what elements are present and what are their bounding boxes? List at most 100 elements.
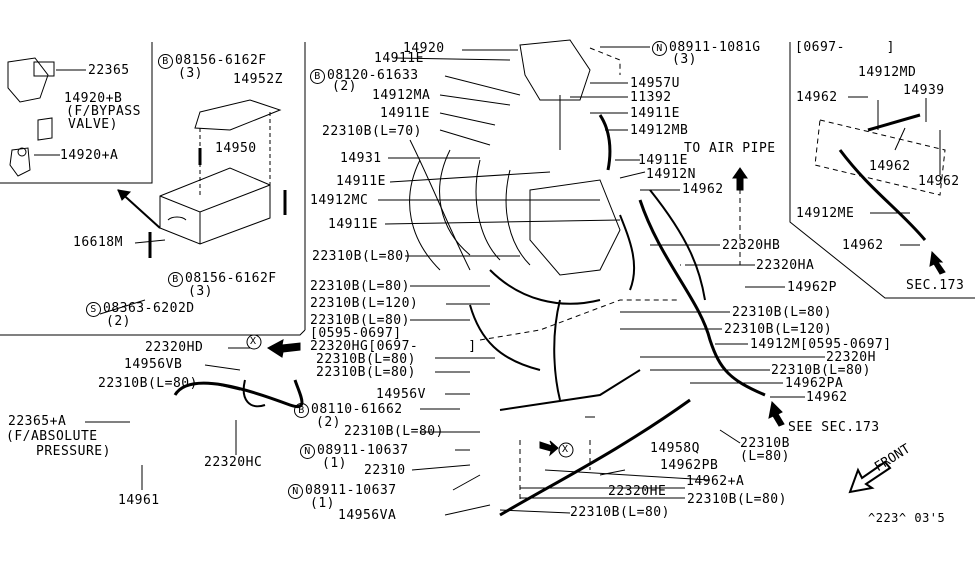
to-air-pipe-arrow — [732, 167, 748, 191]
sec173-arrow — [929, 250, 946, 275]
connector-marks — [246, 334, 574, 458]
part-label-14912mb: 14912MB — [630, 123, 689, 138]
part-label-14950: 14950 — [215, 141, 257, 156]
hose-label-22310b-l80-r1: 22310B(L=80) — [732, 305, 832, 320]
panel-borders — [0, 42, 975, 336]
part-label-14962-1: 14962 — [682, 182, 724, 197]
badge-b-icon: B — [294, 403, 309, 418]
part-label-14962p: 14962P — [787, 280, 837, 295]
part-label-14939: 14939 — [903, 83, 945, 98]
hose-label-22310b-l80-c3: 22310B(L=80) — [310, 313, 410, 328]
part-label-14911e-2: 14911E — [380, 106, 430, 121]
hose-label-22310b-l120-r: 22310B(L=120) — [724, 322, 833, 337]
hose-label-22310b-l70: 22310B(L=70) — [322, 124, 422, 139]
hose-label-22310b-l120-c: 22310B(L=120) — [310, 296, 419, 311]
part-label-14911e-5: 14911E — [630, 106, 680, 121]
air-valve-sensor-parts — [7, 57, 55, 177]
front-arrow — [848, 460, 892, 494]
leader-lines — [34, 46, 941, 516]
note-to-air-pipe: TO AIR PIPE — [684, 141, 776, 156]
part-label-14911e-6: 14911E — [638, 153, 688, 168]
bolt-qty-top: (3) — [178, 66, 203, 81]
hose-label-22310b-b: 22310B — [740, 436, 790, 451]
part-label-22365: 22365 — [88, 63, 130, 78]
connector-x-label-right: X — [562, 444, 569, 455]
hose-label-22310b-l80-c6: 22310B(L=80) — [344, 424, 444, 439]
hose-label-22310b-l80-c1: 22310B(L=80) — [312, 249, 412, 264]
hose-label-22310b-l80-ll: 22310B(L=80) — [98, 376, 198, 391]
hose-label-22320hg: 22320HG[0697- ] — [310, 339, 477, 354]
note-see-sec-173: SEE SEC.173 — [788, 420, 880, 435]
date-range-0595-0697: [0595-0697] — [310, 326, 402, 341]
part-label-14912ma: 14912MA — [372, 88, 431, 103]
part-label-14962pb: 14962PB — [660, 458, 719, 473]
part-label-14962pa: 14962PA — [785, 376, 844, 391]
hose-label-22310b-l80-c2: 22310B(L=80) — [310, 279, 410, 294]
hose-label-22310b-l80-b2: 22310B(L=80) — [570, 505, 670, 520]
date-range-0697: [0697- ] — [795, 40, 895, 55]
part-label-14912mc: 14912MC — [310, 193, 369, 208]
part-label-14962-a: 14962+A — [686, 474, 745, 489]
hose-label-22320hc: 22320HC — [204, 455, 263, 470]
connector-x-arrow-right — [539, 440, 559, 457]
badge-n-icon: N — [288, 484, 303, 499]
part-label-14911e-4: 14911E — [328, 217, 378, 232]
arrows — [267, 167, 946, 494]
part-label-14962-r4: 14962 — [842, 238, 884, 253]
badge-b-icon: B — [310, 69, 325, 84]
part-label-14931: 14931 — [340, 151, 382, 166]
part-label-14962-r1: 14962 — [796, 90, 838, 105]
hose-label-22320ha: 22320HA — [756, 258, 815, 273]
part-label-22310: 22310 — [364, 463, 406, 478]
part-label-14920-b: 14920+B — [64, 91, 123, 106]
diagram-code: ^223^ 03'5 — [868, 511, 946, 525]
hoses — [173, 113, 927, 517]
connector-x-arrow-left — [267, 339, 301, 358]
hose-label-22320he: 22320HE — [608, 484, 667, 499]
bolt-qty-bottom: (3) — [188, 284, 213, 299]
part-label-14962-r3: 14962 — [918, 174, 960, 189]
part-label-14958q: 14958Q — [650, 441, 700, 456]
hose-label-22320hb: 22320HB — [722, 238, 781, 253]
see-sec173-arrow — [768, 400, 785, 427]
hose-label-22310b-l80-c5: 22310B(L=80) — [316, 365, 416, 380]
hose-label-22320h: 22320H — [826, 350, 876, 365]
part-label-14956v: 14956V — [376, 387, 426, 402]
nut-qty-08911-1081g: (3) — [672, 52, 697, 67]
hose-label-14912m: 14912M[0595-0697] — [750, 337, 892, 352]
part-label-14911e-3: 14911E — [336, 174, 386, 189]
part-note-absolute: (F/ABSOLUTE — [6, 429, 98, 444]
connector-x-label-left: X — [250, 336, 257, 347]
hose-label-22310b-l80-c4: 22310B(L=80) — [316, 352, 416, 367]
part-label-22365-a: 22365+A — [8, 414, 67, 429]
hose-label-14912me: 14912ME — [796, 206, 855, 221]
part-label-16618m: 16618M — [73, 235, 123, 250]
part-note-bypass: (F/BYPASS — [66, 104, 141, 119]
part-label-14956vb: 14956VB — [124, 357, 183, 372]
badge-s-icon: S — [86, 302, 101, 317]
part-note-pressure: PRESSURE) — [36, 444, 111, 459]
part-note-valve: VALVE) — [68, 117, 118, 132]
bolt-qty-08110: (2) — [316, 415, 341, 430]
nut-qty-a: (1) — [322, 456, 347, 471]
part-label-14911e-1: 14911E — [374, 51, 424, 66]
part-label-14920-a: 14920+A — [60, 148, 119, 163]
hose-label-22310b-l80-r2: 22310B(L=80) — [771, 363, 871, 378]
part-label-14962-r2: 14962 — [869, 159, 911, 174]
part-label-14920: 14920 — [403, 41, 445, 56]
hose-label-22320hd: 22320HD — [145, 340, 204, 355]
badge-b-icon: B — [168, 272, 183, 287]
part-label-14962-2: 14962 — [806, 390, 848, 405]
part-label-14912n: 14912N — [646, 167, 696, 182]
note-sec-173: SEC.173 — [906, 278, 965, 293]
part-label-14957u: 14957U — [630, 76, 680, 91]
bolt-qty-08120: (2) — [332, 79, 357, 94]
